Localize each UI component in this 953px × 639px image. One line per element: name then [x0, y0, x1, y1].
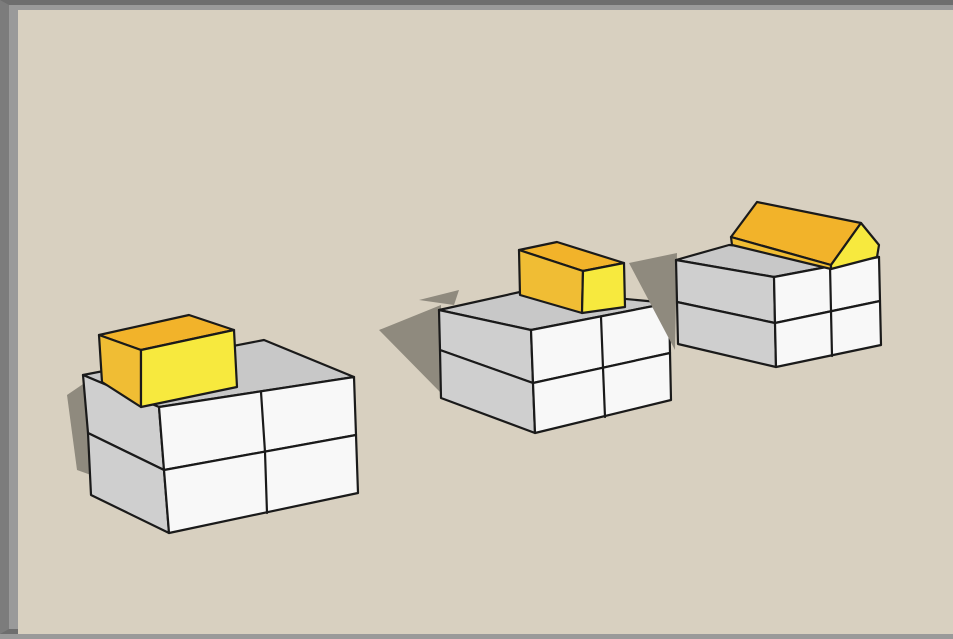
block-divider-line — [829, 309, 834, 358]
roof-gable-face — [829, 221, 881, 271]
block-divider-line — [601, 366, 607, 419]
block-front-face — [162, 433, 360, 535]
block-divider-line — [263, 450, 269, 515]
block-front-face — [773, 299, 883, 369]
block-front-face — [531, 351, 673, 435]
block-divider-line — [828, 264, 833, 313]
model-gable-roof-house[interactable] — [629, 200, 883, 369]
block-divider-line — [599, 315, 605, 370]
model-shadow — [419, 290, 459, 305]
3d-scene-canvas[interactable] — [9, 5, 953, 639]
roof-front-face — [139, 328, 239, 409]
roof-front-face — [580, 261, 627, 315]
model-flat-roof-medium[interactable] — [379, 240, 673, 435]
block-divider-line — [259, 390, 267, 454]
model-flat-roof-large[interactable] — [67, 313, 360, 535]
model-shadow — [379, 305, 441, 393]
model-shadow — [629, 253, 677, 350]
